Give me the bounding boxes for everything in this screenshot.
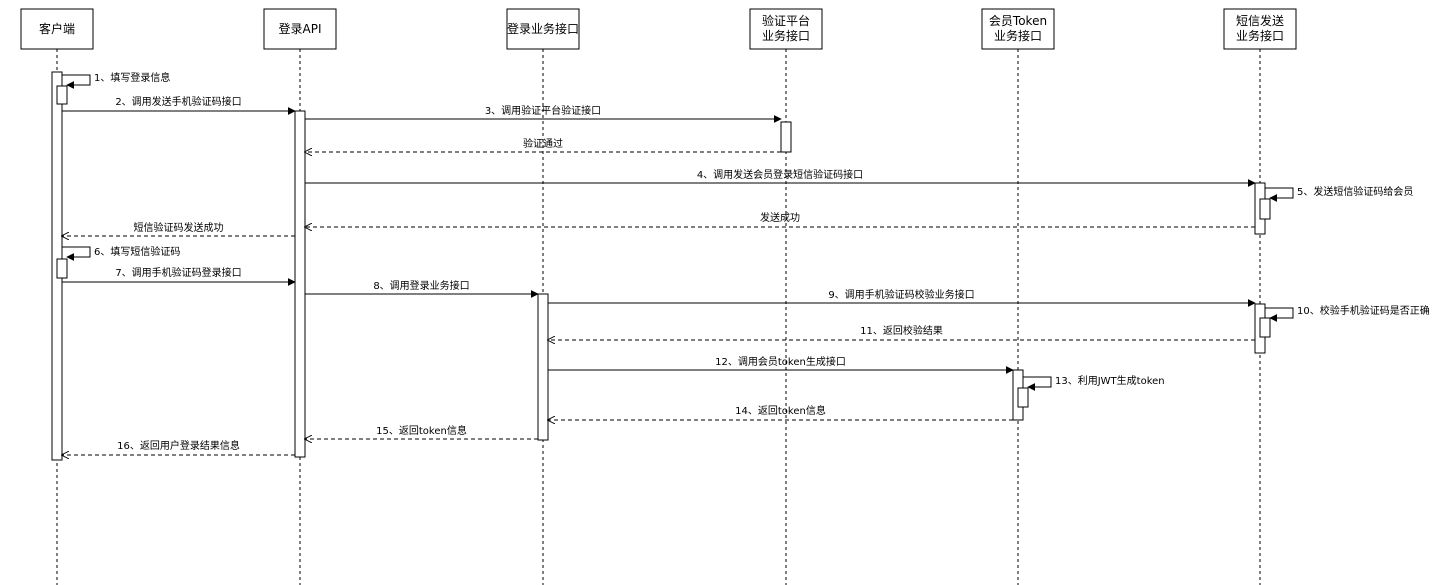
participant-client: 客户端	[20, 8, 94, 50]
participant-box	[981, 8, 1055, 50]
self-call-arrow	[1265, 307, 1294, 322]
participant-box	[506, 8, 580, 50]
participant-label: 短信发送	[1236, 13, 1284, 28]
self-call-arrow	[1265, 187, 1294, 202]
participant-label: 客户端	[39, 21, 75, 36]
self-call-arrow	[1023, 376, 1052, 391]
message-11: 8、调用登录业务接口	[305, 279, 539, 298]
participant-box	[20, 8, 94, 50]
message-label: 10、校验手机验证码是否正确	[1297, 304, 1430, 317]
message-5: 4、调用发送会员登录短信验证码接口	[305, 168, 1256, 187]
message-2: 2、调用发送手机验证码接口	[62, 95, 296, 115]
message-label: 14、返回token信息	[735, 404, 826, 417]
message-3: 3、调用验证平台验证接口	[305, 104, 782, 123]
message-9: 6、填写短信验证码	[62, 245, 180, 261]
participant-login-service: 登录业务接口	[506, 8, 580, 50]
message-4: 验证通过	[305, 137, 781, 152]
activation-bar	[1017, 387, 1029, 408]
participant-label: 登录API	[279, 21, 322, 36]
message-label: 11、返回校验结果	[860, 324, 943, 337]
message-label: 9、调用手机验证码校验业务接口	[828, 288, 974, 301]
message-label: 16、返回用户登录结果信息	[117, 439, 240, 452]
participant-login-api: 登录API	[263, 8, 337, 50]
message-12: 9、调用手机验证码校验业务接口	[548, 288, 1256, 307]
self-call-arrow	[62, 74, 91, 89]
message-label: 15、返回token信息	[376, 424, 467, 437]
message-label: 3、调用验证平台验证接口	[485, 104, 601, 117]
message-18: 15、返回token信息	[305, 424, 538, 439]
message-16: 13、利用JWT生成token	[1023, 374, 1165, 391]
participant-box	[1223, 8, 1297, 50]
activation-bar	[294, 110, 306, 458]
activation-bar	[56, 258, 68, 279]
activation-bar	[537, 293, 549, 441]
message-10: 7、调用手机验证码登录接口	[62, 266, 296, 286]
message-label: 验证通过	[523, 137, 563, 150]
message-label: 6、填写短信验证码	[94, 245, 180, 258]
message-14: 11、返回校验结果	[548, 324, 1255, 340]
activation-bar	[1259, 317, 1271, 338]
message-1: 1、填写登录信息	[62, 71, 170, 89]
message-label: 短信验证码发送成功	[134, 221, 224, 234]
participant-label: 会员Token	[989, 14, 1047, 28]
message-label: 12、调用会员token生成接口	[715, 355, 846, 368]
participant-label: 验证平台	[762, 13, 810, 28]
message-7: 发送成功	[305, 211, 1255, 227]
participant-label: 业务接口	[762, 28, 810, 43]
message-label: 8、调用登录业务接口	[373, 279, 469, 292]
message-6: 5、发送短信验证码给会员	[1265, 185, 1413, 202]
message-19: 16、返回用户登录结果信息	[62, 439, 295, 455]
participant-box	[263, 8, 337, 50]
participant-label: 业务接口	[994, 28, 1042, 43]
message-label: 7、调用手机验证码登录接口	[115, 266, 241, 279]
self-call-arrow	[62, 246, 91, 261]
participant-box	[749, 8, 823, 50]
participant-label: 登录业务接口	[507, 21, 579, 36]
message-label: 13、利用JWT生成token	[1055, 374, 1165, 387]
message-8: 短信验证码发送成功	[62, 221, 295, 236]
message-17: 14、返回token信息	[548, 404, 1013, 420]
message-label: 5、发送短信验证码给会员	[1297, 185, 1413, 198]
message-label: 4、调用发送会员登录短信验证码接口	[697, 168, 863, 181]
message-label: 发送成功	[760, 211, 800, 224]
message-13: 10、校验手机验证码是否正确	[1265, 304, 1430, 322]
message-15: 12、调用会员token生成接口	[548, 355, 1014, 374]
activation-bar	[780, 121, 792, 153]
message-label: 1、填写登录信息	[94, 71, 170, 84]
activation-bar	[1259, 198, 1271, 220]
participant-label: 业务接口	[1236, 28, 1284, 43]
activation-bar	[56, 85, 68, 105]
message-label: 2、调用发送手机验证码接口	[115, 95, 241, 108]
